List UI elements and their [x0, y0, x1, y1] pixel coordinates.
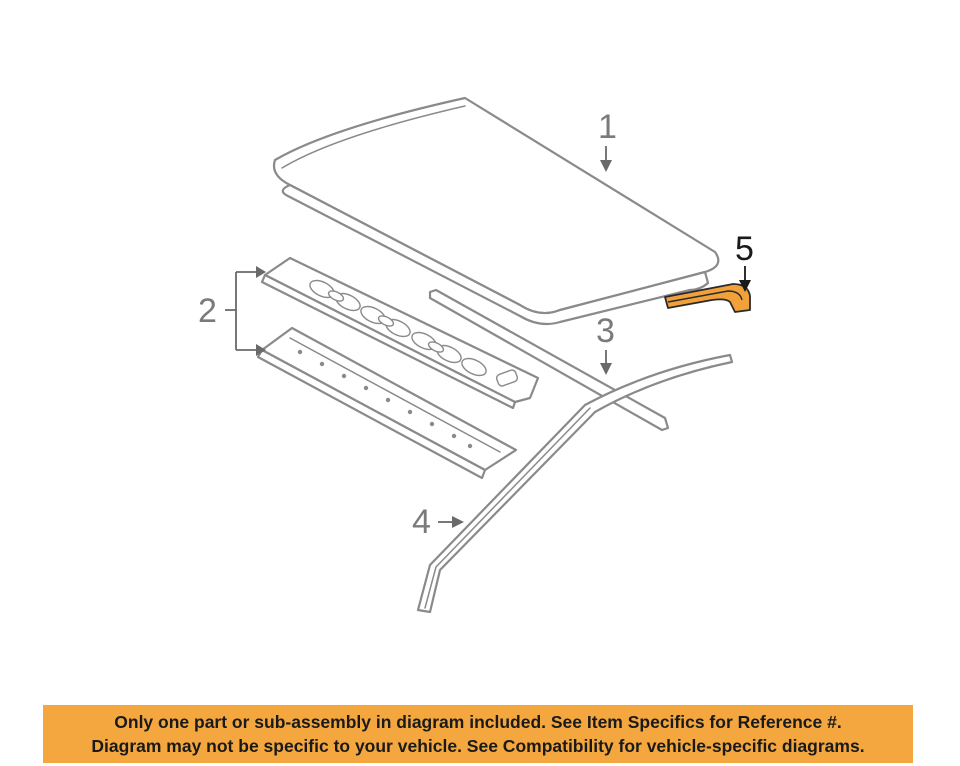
callout-label-4: 4	[412, 503, 431, 541]
callout-label-5: 5	[735, 230, 754, 268]
roof-bow-upper	[260, 256, 540, 410]
callout-5: 5	[735, 230, 754, 292]
parts-diagram: 1 2 3 4 5	[198, 96, 754, 614]
disclaimer-banner: Only one part or sub-assembly in diagram…	[43, 705, 913, 763]
disclaimer-line-2: Diagram may not be specific to your vehi…	[91, 736, 865, 756]
callout-1: 1	[598, 108, 617, 172]
roof-panel	[272, 96, 720, 326]
roof-side-rail	[416, 353, 734, 614]
highlighted-part-5	[664, 283, 751, 313]
callout-3: 3	[596, 312, 615, 375]
callout-label-2: 2	[198, 292, 217, 330]
callout-2: 2	[198, 266, 266, 356]
callout-4: 4	[412, 503, 464, 541]
roof-bow-lower	[256, 326, 518, 480]
callout-label-1: 1	[598, 108, 617, 146]
callout-label-3: 3	[596, 312, 615, 350]
disclaimer-line-1: Only one part or sub-assembly in diagram…	[114, 712, 842, 732]
